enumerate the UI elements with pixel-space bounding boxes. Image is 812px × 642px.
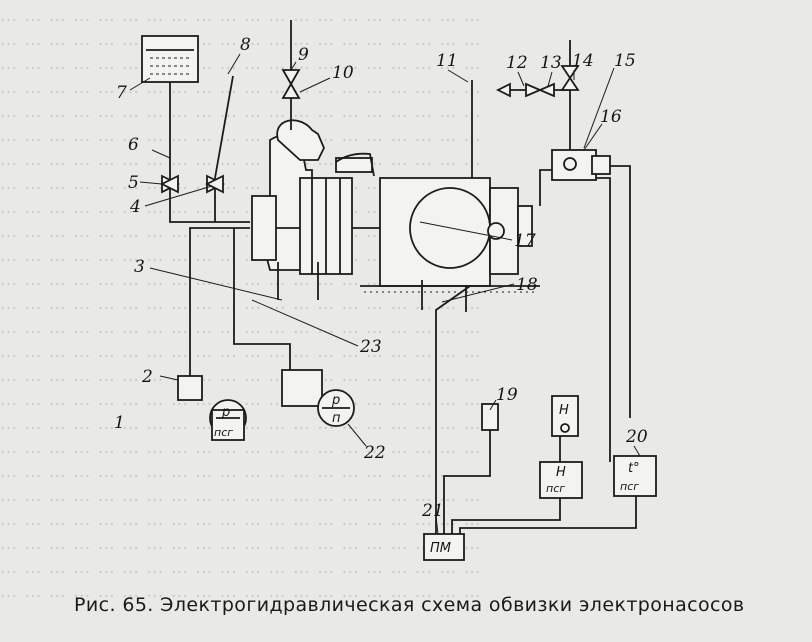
callout-10: 10 [332,63,354,83]
bleed-through-line: … … … … … … … … … … … … … … … … … … … … [0,54,482,74]
callout-numbers: 1 2 3 4 5 6 7 8 9 10 11 12 13 14 15 16 1… [114,35,648,521]
bleed-through-line: … … … … … … … … … … … … … … … … … … … … [0,198,482,218]
callout-8: 8 [240,35,251,55]
callout-6: 6 [128,135,139,155]
temperature-transmitter-20: t° пcг [613,455,657,497]
svg-text:пcг: пcг [620,480,639,493]
bleed-through-line: … … … … … … … … … … … … … … … … … … … … [0,318,482,338]
callout-23: 23 [359,337,382,357]
callout-20: 20 [625,427,648,447]
left-pipework [169,75,250,308]
bleed-through-line: … … … … … … … … … … … … … … … … … … … … [0,486,482,506]
bleed-through-line: … … … … … … … … … … … … … … … … … … … … [0,558,482,578]
bleed-through-line: … … … … … … … … … … … … … … … … … … … … [0,294,482,314]
figure-caption: Рис. 65. Электрогидравлическая схема обв… [74,594,745,616]
bleed-through-line: … … … … … … … … … … … … … … … … … … … … [0,462,482,482]
callout-7: 7 [116,83,127,103]
bleed-through-line: … … … … … … … … … … … … … … … … … … … … [0,390,482,410]
pump-unit [251,119,380,275]
drain-arrows [277,262,467,312]
callout-5: 5 [128,173,139,193]
bleed-through-line: … … … … … … … … … … … … … … … … … … … … [0,222,482,242]
callout-4: 4 [129,197,141,217]
bleed-through-line: … … … … … … … … … … … … … … … … … … … … [0,366,482,386]
callout-12: 12 [506,53,528,73]
tank-7 [141,35,199,83]
bleed-through-line: … … … … … … … … … … … … … … … … … … … … [0,126,482,146]
callout-2: 2 [141,367,153,387]
callout-17: 17 [514,231,536,251]
indicator-19 [481,403,499,431]
svg-text:p: p [221,405,230,420]
bleed-through-line: … … … … … … … … … … … … … … … … … … … … [0,510,482,530]
bleed-through-line: … … … … … … … … … … … … … … … … … … … … [0,438,482,458]
bleed-through-line: … … … … … … … … … … … … … … … … … … … … [0,102,482,122]
svg-text:p: p [331,393,340,408]
callout-18: 18 [516,275,538,295]
callout-21: 21 [421,501,444,521]
bleed-through-line: … … … … … … … … … … … … … … … … … … … … [0,6,482,26]
bleed-through-line: … … … … … … … … … … … … … … … … … … … … [0,30,482,50]
leader-lines [129,53,641,535]
pressure-switch-2 [177,308,203,401]
svg-text:t°: t° [628,461,640,476]
svg-text:пcг: пcг [546,482,565,495]
callout-1: 1 [114,413,125,433]
svg-text:пcг: пcг [214,426,233,439]
callout-15: 15 [614,51,636,71]
callout-9: 9 [298,45,309,65]
bleed-through-line: … … … … … … … … … … … … … … … … … … … … [0,270,482,290]
callout-16: 16 [600,107,622,127]
bleed-through-line: … … … … … … … … … … … … … … … … … … … … [0,246,482,266]
bleed-through-line: … … … … … … … … … … … … … … … … … … … … [0,534,482,554]
bleed-through-line: … … … … … … … … … … … … … … … … … … … … [0,78,482,98]
svg-text:п: п [332,411,341,426]
valve-group-12-14 [495,40,580,152]
pm-block-21: ПМ [423,285,637,561]
callout-22: 22 [363,443,386,463]
level-indicator: Н [551,395,579,437]
callout-19: 19 [496,385,518,405]
callout-13: 13 [540,53,562,73]
valve-4 [204,174,226,194]
callout-3: 3 [134,257,145,277]
bleed-through-line: … … … … … … … … … … … … … … … … … … … … [0,342,482,362]
callout-11: 11 [436,51,458,71]
pressure-switch-22: p п [233,228,355,427]
svg-text:Н: Н [559,403,569,418]
bleed-through-line: … … … … … … … … … … … … … … … … … … … … [0,174,482,194]
pressure-transmitter-1: p пcг [209,399,247,441]
electric-motor [360,80,540,293]
callout-14: 14 [572,51,594,71]
pipe-valve-9 [281,20,301,130]
level-relay-16 [539,149,631,462]
level-transmitter: Н пcг [539,436,583,499]
svg-text:Н: Н [556,465,566,480]
svg-text:ПМ: ПМ [430,541,451,556]
bleed-through-line: … … … … … … … … … … … … … … … … … … … … [0,582,482,602]
